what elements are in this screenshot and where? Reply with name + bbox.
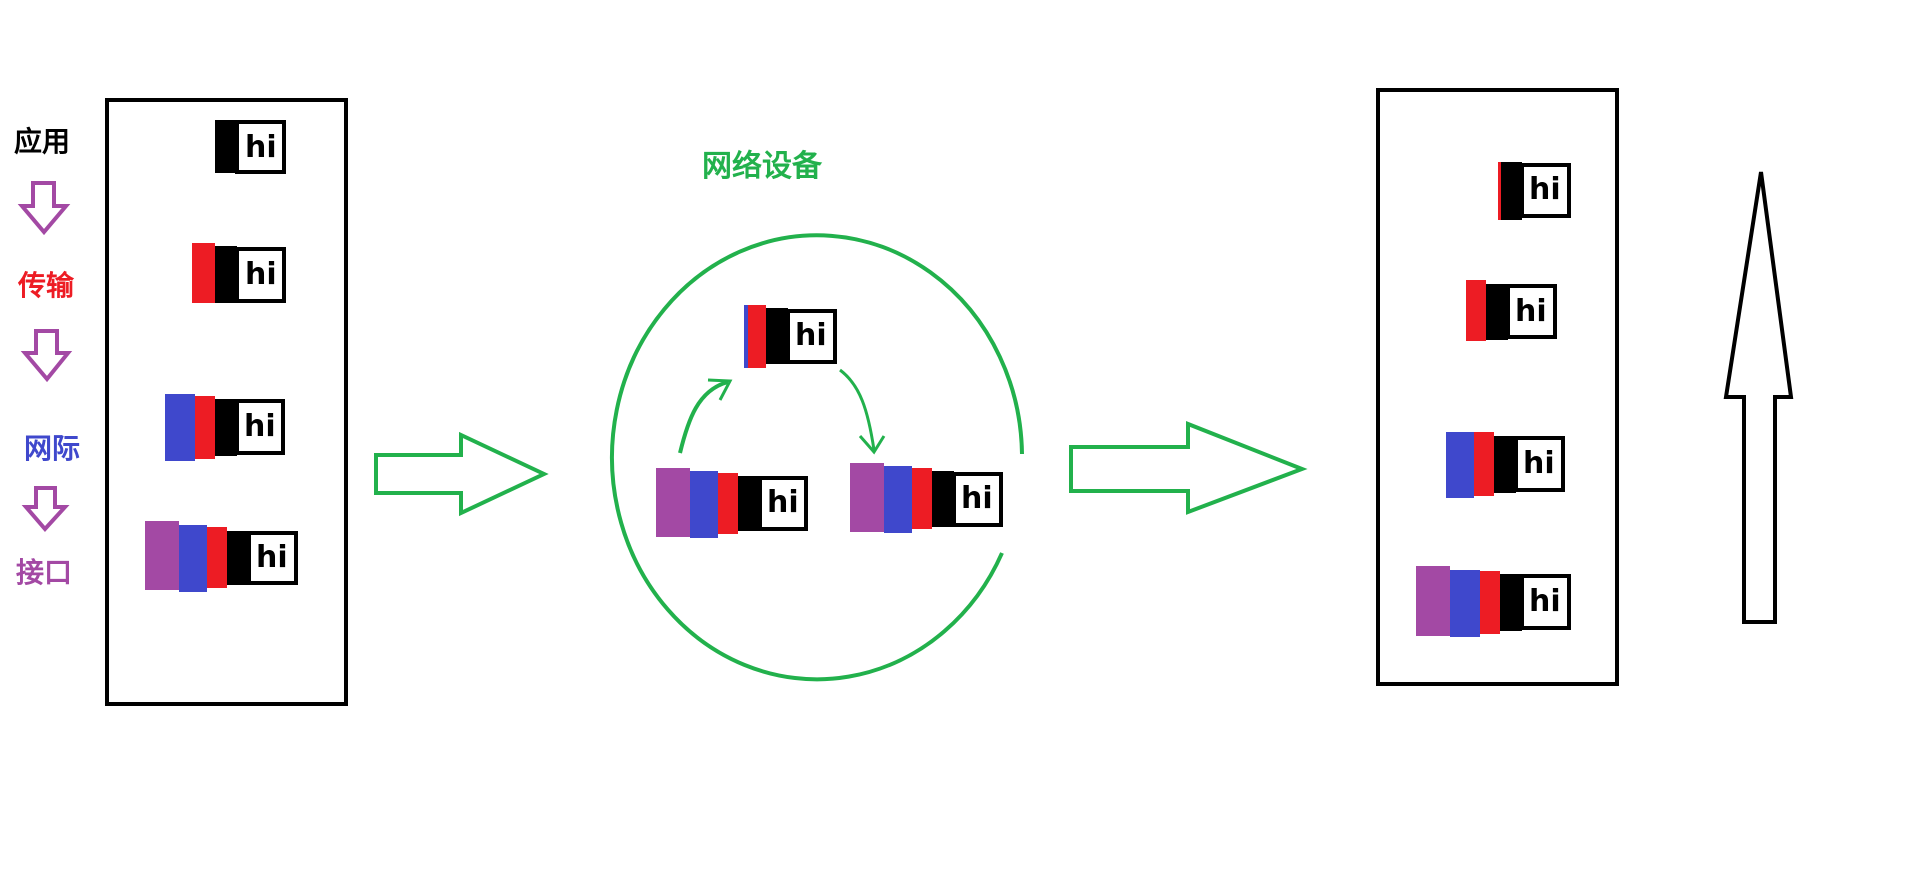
header-link (145, 521, 179, 590)
payload-box (1520, 163, 1571, 218)
curved-arrow-up-head (707, 378, 733, 401)
down-arrow-icon (21, 486, 70, 533)
payload-text: hi (961, 481, 993, 516)
receiver-stack: hi hi hi hi (1376, 88, 1619, 686)
payload-text: hi (1523, 446, 1555, 481)
payload-box (1506, 284, 1557, 339)
curved-arrow-down-head (858, 435, 886, 455)
header-transport (718, 473, 738, 534)
header-application (932, 471, 954, 527)
header-application (215, 246, 237, 303)
header-transport (1474, 432, 1494, 496)
payload-text: hi (795, 318, 827, 353)
packet-network: hi (165, 394, 285, 461)
header-link (850, 463, 884, 532)
header-application (1494, 436, 1516, 493)
curved-arrow-up-icon (678, 380, 729, 454)
packet-processed: hi (744, 305, 837, 368)
packet-link: hi (145, 521, 298, 592)
packet-application: hi (215, 120, 286, 174)
right-arrow-icon (1069, 421, 1308, 515)
payload-box (758, 476, 808, 531)
header-application (766, 308, 788, 364)
layer-legend: 应用 传输 网际 接口 (14, 125, 80, 589)
layer-label-application: 应用 (14, 125, 70, 158)
header-transport (195, 396, 215, 459)
header-transport (1466, 280, 1486, 341)
header-link (656, 468, 690, 537)
payload-text: hi (1529, 584, 1561, 619)
header-network (1446, 432, 1474, 498)
down-arrow-icon (20, 329, 73, 383)
payload-box (235, 399, 285, 455)
header-network (884, 466, 912, 533)
header-transport (1480, 571, 1500, 634)
packet-transport: hi (1466, 280, 1557, 341)
header-network (1450, 570, 1480, 637)
header-application (738, 476, 760, 531)
packet-network: hi (1446, 432, 1565, 498)
header-transport (1498, 162, 1501, 220)
right-arrow-icon (374, 431, 549, 517)
payload-text: hi (256, 540, 288, 575)
header-application (1486, 284, 1508, 340)
network-device-circle (610, 233, 1024, 682)
payload-box (786, 309, 837, 364)
down-arrow-icon (17, 181, 71, 236)
header-application (215, 120, 237, 173)
network-device-label: 网络设备 (702, 149, 823, 184)
packet-application: hi (1498, 162, 1571, 220)
layer-label-network: 网际 (24, 432, 80, 465)
sender-stack: hi hi hi (105, 98, 348, 706)
payload-box (247, 531, 298, 585)
header-transport (912, 468, 932, 529)
payload-text: hi (245, 257, 277, 292)
payload-text: hi (1515, 294, 1547, 329)
curved-arrow-down-icon (839, 368, 876, 451)
packet-link: hi (1416, 566, 1571, 637)
header-application (1500, 574, 1522, 631)
payload-text: hi (1529, 172, 1561, 207)
header-application (1501, 162, 1522, 220)
payload-text: hi (245, 130, 277, 165)
layer-label-transport: 传输 (17, 269, 75, 302)
payload-text: hi (767, 485, 799, 520)
header-network (165, 394, 195, 461)
sender-stack-frame (105, 98, 348, 706)
payload-box (1514, 436, 1565, 492)
header-transport (207, 527, 227, 588)
receiver-stack-frame (1376, 88, 1619, 686)
network-device: 网络设备 hi hi (610, 149, 1024, 682)
header-transport (748, 305, 766, 368)
packet-outgoing: hi (850, 463, 1003, 533)
packet-incoming: hi (656, 468, 808, 538)
header-transport (192, 243, 215, 303)
packet-transport: hi (192, 243, 286, 303)
payload-box (235, 120, 286, 174)
header-application (227, 531, 249, 585)
payload-text: hi (244, 409, 276, 444)
header-network (690, 471, 718, 538)
payload-box (1520, 574, 1571, 630)
up-arrow-icon (1723, 171, 1794, 624)
payload-box (952, 472, 1003, 527)
header-network (179, 525, 207, 592)
payload-box (235, 247, 286, 303)
layer-label-link: 接口 (16, 556, 72, 589)
header-link (1416, 566, 1450, 636)
header-network (744, 305, 748, 368)
header-application (215, 399, 237, 456)
